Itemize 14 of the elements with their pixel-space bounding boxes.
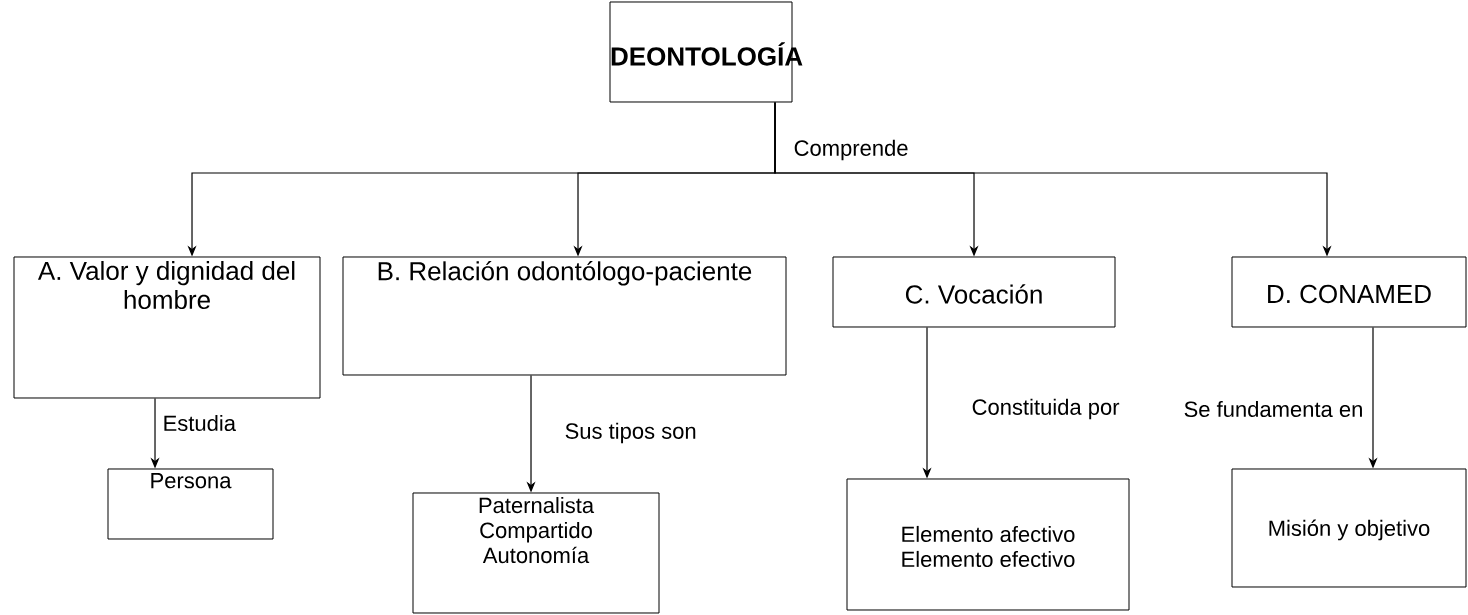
concept-box: Paternalista Compartido Autonomía [412,492,660,614]
edge-label: Estudia [161,413,237,433]
concept-box: B. Relación odontólogo-paciente [342,256,787,376]
edge-label: Se fundamenta en [1182,399,1365,419]
concept-box: Misión y objetivo [1231,468,1467,588]
concept-box: Elemento afectivo Elemento efectivo [846,478,1130,611]
concept-box: Persona [107,468,274,540]
edge-label: Constituida por [970,397,1121,421]
edge-label: Sus tipos son [563,421,698,445]
title-box: DEONTOLOGÍA [609,1,803,103]
branch-label: Comprende [794,139,908,161]
concept-box: D. CONAMED [1231,256,1467,328]
concept-box: C. Vocación [832,256,1116,328]
concept-box: A. Valor y dignidad del hombre [13,256,321,399]
